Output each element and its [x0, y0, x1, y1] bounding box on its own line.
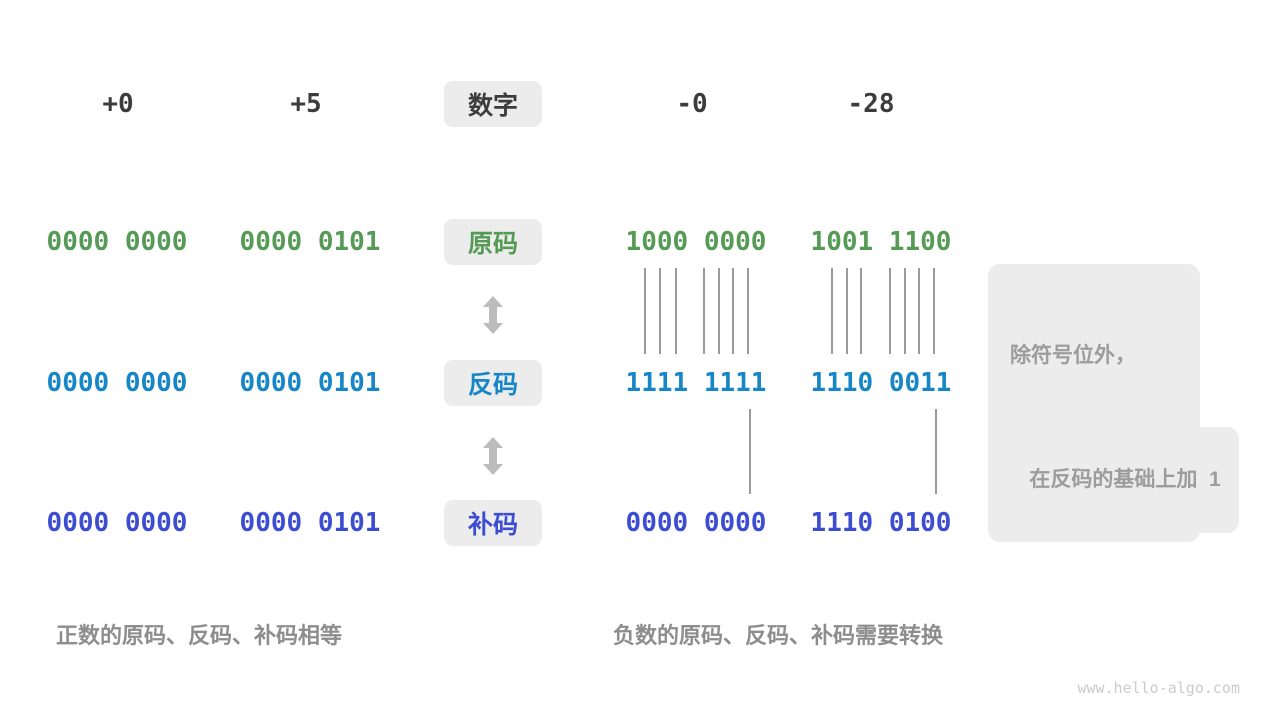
bit-connector-line — [749, 409, 751, 494]
ones-complement-tag: 反码 — [444, 360, 542, 406]
bit-connector-line — [904, 268, 906, 354]
bit-connector-line — [675, 268, 677, 354]
bit-connector-line — [732, 268, 734, 354]
bit-connector-line — [933, 268, 935, 354]
bit-connector-line — [935, 409, 937, 494]
header-negative-zero: -0 — [676, 89, 708, 119]
ones-complement-pos-five: 0000 0101 — [239, 368, 381, 398]
bit-connector-line — [918, 268, 920, 354]
annotation-invert-line1: 除符号位外， — [1010, 344, 1136, 367]
updown-arrow-icon — [483, 296, 503, 339]
bit-connector-line — [831, 268, 833, 354]
header-number-tag-label: 数字 — [467, 92, 518, 120]
twos-complement-pos-five: 0000 0101 — [239, 508, 381, 538]
header-number-tag: 数字 — [444, 81, 542, 127]
bit-connector-line — [703, 268, 705, 354]
sign-magnitude-tag: 原码 — [444, 219, 542, 265]
annotation-add-one: 在反码的基础上加 1 — [988, 427, 1239, 534]
twos-complement-tag-label: 补码 — [467, 511, 518, 539]
sign-magnitude-neg-zero: 1000 0000 — [625, 227, 767, 257]
ones-complement-tag-label: 反码 — [467, 371, 518, 399]
twos-complement-neg-zero: 0000 0000 — [625, 508, 767, 538]
bit-connector-line — [747, 268, 749, 354]
caption-positive-numbers: 正数的原码、反码、补码相等 — [56, 623, 343, 648]
header-negative-twenty-eight: -28 — [847, 89, 895, 119]
ones-complement-pos-zero: 0000 0000 — [46, 368, 188, 398]
header-positive-five: +5 — [290, 89, 322, 119]
ones-complement-neg-zero: 1111 1111 — [625, 368, 767, 398]
sign-magnitude-pos-five: 0000 0101 — [239, 227, 381, 257]
bit-connector-line — [889, 268, 891, 354]
twos-complement-neg-twenty-eight: 1110 0100 — [810, 508, 952, 538]
ones-complement-neg-twenty-eight: 1110 0011 — [810, 368, 952, 398]
sign-magnitude-neg-twenty-eight: 1001 1100 — [810, 227, 952, 257]
bit-connector-line — [659, 268, 661, 354]
bit-connector-line — [846, 268, 848, 354]
twos-complement-tag: 补码 — [444, 500, 542, 546]
updown-arrow-icon — [483, 437, 503, 480]
watermark-url: www.hello-algo.com — [1077, 679, 1240, 697]
sign-magnitude-tag-label: 原码 — [467, 230, 518, 258]
bit-connector-line — [718, 268, 720, 354]
twos-complement-pos-zero: 0000 0000 — [46, 508, 188, 538]
header-positive-zero: +0 — [102, 89, 134, 119]
annotation-add-one-label: 在反码的基础上加 1 — [1029, 468, 1221, 492]
bit-connector-line — [644, 268, 646, 354]
caption-negative-numbers: 负数的原码、反码、补码需要转换 — [613, 623, 944, 648]
bit-connector-line — [860, 268, 862, 354]
sign-magnitude-pos-zero: 0000 0000 — [46, 227, 188, 257]
